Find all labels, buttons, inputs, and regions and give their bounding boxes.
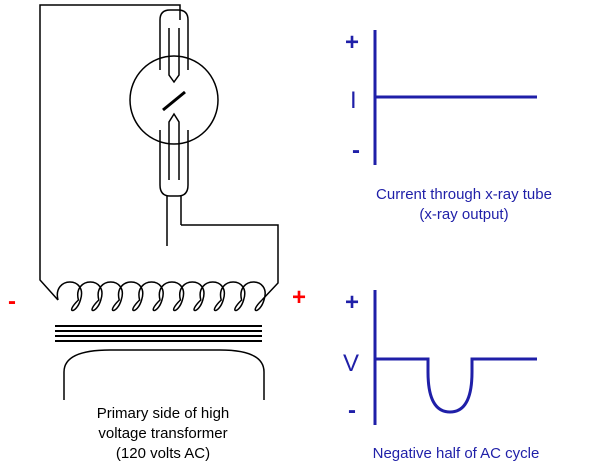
voltage-graph-minus: - <box>348 397 356 424</box>
current-graph-caption-line-2: (x-ray output) <box>419 206 508 223</box>
transformer-core <box>55 325 262 342</box>
voltage-graph-caption: Negative half of AC cycle <box>373 445 540 462</box>
voltage-graph-trace <box>375 357 537 414</box>
current-graph-plus: + <box>345 29 359 56</box>
circuit: - + Primary side of high voltage transfo… <box>8 4 306 462</box>
current-graph-caption-line-1: Current through x-ray tube <box>376 186 552 203</box>
current-graph-axis-label: I <box>350 87 357 114</box>
left-wire <box>39 4 181 301</box>
transformer-caption-line-2: voltage transformer <box>98 425 227 442</box>
secondary-coil <box>56 281 266 312</box>
current-graph: + I - Current through x-ray tube (x-ray … <box>345 29 552 223</box>
voltage-graph-axis-label: V <box>343 350 359 377</box>
transformer-caption-line-3: (120 volts AC) <box>116 445 210 462</box>
primary-winding <box>63 349 265 400</box>
current-graph-minus: - <box>352 137 360 164</box>
negative-terminal-label: - <box>8 288 16 315</box>
right-wire <box>181 224 279 301</box>
voltage-graph-plus: + <box>345 289 359 316</box>
coil-loops <box>56 281 266 312</box>
xray-tube <box>129 9 219 246</box>
voltage-graph: + V - Negative half of AC cycle <box>343 289 539 462</box>
positive-terminal-label: + <box>292 284 306 311</box>
filament <box>162 90 186 112</box>
transformer-caption-line-1: Primary side of high <box>97 405 230 422</box>
